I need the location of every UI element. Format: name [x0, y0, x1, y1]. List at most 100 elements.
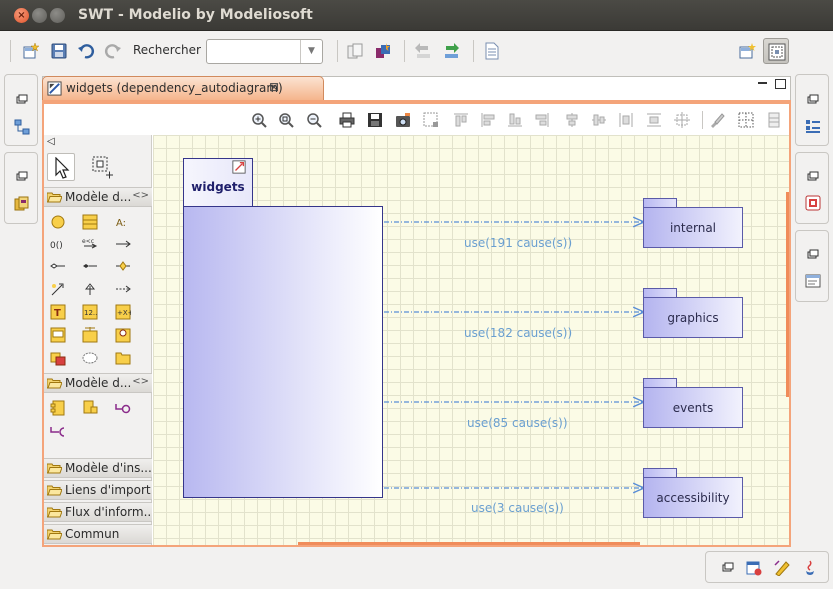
align-middle-icon[interactable] — [564, 112, 580, 128]
restore-icon[interactable] — [720, 560, 736, 576]
console-icon[interactable] — [805, 273, 821, 289]
align-bottom-icon[interactable] — [507, 112, 523, 128]
dependency-link-icon[interactable] — [115, 281, 131, 297]
restore-icon[interactable] — [14, 92, 30, 108]
palette-drawer-common[interactable]: Commun — [44, 524, 152, 544]
java-icon[interactable] — [802, 560, 818, 576]
audit-icon[interactable] — [746, 560, 762, 576]
palette-drawer-import-links[interactable]: Liens d'import — [44, 480, 152, 500]
drawer-expand-icon[interactable]: <> — [132, 376, 149, 387]
dependency-label-events: use(85 cause(s)) — [467, 416, 568, 430]
package-graphics-body[interactable] — [643, 297, 743, 338]
window-minimize-button[interactable] — [32, 8, 47, 23]
layout-icon[interactable] — [766, 112, 782, 128]
export-image-icon[interactable] — [395, 112, 411, 128]
distribute-vertical-icon[interactable] — [646, 112, 662, 128]
association-link-icon[interactable] — [115, 236, 131, 252]
aggregation-link-icon[interactable] — [50, 258, 66, 274]
component-icon[interactable] — [115, 327, 131, 343]
package-internal-body[interactable] — [643, 207, 743, 248]
component-node-icon[interactable] — [50, 400, 66, 416]
data-type-icon[interactable]: +X+ — [115, 304, 131, 320]
zoom-in-icon[interactable] — [251, 112, 267, 128]
restore-icon[interactable] — [805, 169, 821, 185]
new-project-icon[interactable] — [22, 42, 40, 60]
model-explorer-icon[interactable] — [14, 119, 30, 135]
undo-icon[interactable] — [77, 42, 95, 60]
export-icon[interactable] — [443, 42, 461, 60]
attribute-element-icon[interactable]: A: — [115, 214, 131, 230]
constraint-icon[interactable]: 12.. — [82, 304, 98, 320]
restore-icon[interactable] — [14, 169, 30, 185]
properties-icon[interactable] — [805, 195, 821, 211]
search-input[interactable] — [209, 42, 299, 61]
composition-link-icon[interactable] — [82, 258, 98, 274]
redo-icon[interactable] — [104, 42, 122, 60]
align-center-icon[interactable] — [591, 112, 607, 128]
palette-collapse-icon[interactable]: ◁ — [47, 136, 55, 147]
ellipse-shape-icon[interactable] — [82, 350, 98, 366]
required-interface-icon[interactable] — [50, 423, 66, 439]
import-icon[interactable] — [414, 42, 432, 60]
select-tool[interactable] — [47, 153, 75, 181]
editor-minimize-icon[interactable] — [757, 79, 768, 89]
restore-icon[interactable] — [805, 92, 821, 108]
palette-drawer-instance-model[interactable]: Modèle d'ins... — [44, 458, 152, 478]
zoom-fit-icon[interactable] — [278, 112, 294, 128]
modeling-perspective-button[interactable] — [763, 38, 789, 64]
search-dropdown-button[interactable]: ▼ — [300, 40, 322, 63]
library-icon[interactable] — [14, 196, 30, 212]
package-accessibility-body[interactable] — [643, 477, 743, 518]
enumeration-element-icon[interactable]: e<c — [82, 236, 98, 252]
build-model-icon[interactable] — [374, 42, 392, 60]
interface-icon[interactable] — [82, 327, 98, 343]
package-element-icon[interactable] — [50, 214, 66, 230]
distribute-horizontal-icon[interactable] — [618, 112, 634, 128]
restore-icon[interactable] — [805, 247, 821, 263]
tab-close-icon[interactable]: ⊠ — [269, 80, 280, 94]
open-perspective-icon[interactable] — [738, 42, 756, 60]
canvas-horizontal-scrollbar[interactable] — [298, 542, 640, 545]
copy-model-icon[interactable] — [346, 42, 364, 60]
script-icon[interactable] — [774, 560, 790, 576]
text-note-icon[interactable]: T — [50, 304, 66, 320]
operation-element-icon[interactable]: 0() — [50, 236, 66, 252]
align-left-icon[interactable] — [480, 112, 496, 128]
save-icon[interactable] — [50, 42, 68, 60]
palette-drawer-model-1[interactable]: Modèle d... <> — [44, 187, 152, 207]
signal-icon[interactable] — [50, 327, 66, 343]
drawer-expand-icon[interactable]: <> — [132, 190, 149, 201]
document-icon[interactable] — [483, 42, 501, 60]
package-widgets-body[interactable] — [183, 206, 383, 498]
generalization-link-icon[interactable] — [115, 258, 131, 274]
port-icon[interactable] — [82, 400, 98, 416]
select-all-icon[interactable] — [423, 112, 439, 128]
palette-drawer-model-2[interactable]: Modèle d... <> — [44, 373, 152, 393]
window-maximize-button[interactable] — [50, 8, 65, 23]
package-internal-name: internal — [669, 221, 717, 235]
palette-drawer-info-flow[interactable]: Flux d'inform... — [44, 502, 152, 522]
dependency-label-graphics: use(182 cause(s)) — [464, 326, 573, 340]
editor-maximize-icon[interactable] — [775, 79, 786, 89]
marquee-select-icon[interactable] — [90, 155, 114, 179]
print-icon[interactable] — [339, 112, 355, 128]
inheritance-link-icon[interactable] — [82, 281, 98, 297]
align-top-icon[interactable] — [453, 112, 469, 128]
style-brush-icon[interactable] — [709, 112, 725, 128]
save-diagram-icon[interactable] — [367, 112, 383, 128]
class-element-icon[interactable] — [82, 214, 98, 230]
folder-shape-icon[interactable] — [115, 350, 131, 366]
search-combo[interactable]: ▼ — [206, 39, 323, 64]
package-events-body[interactable] — [643, 387, 743, 428]
outline-icon[interactable] — [805, 119, 821, 135]
instance-icon[interactable] — [50, 350, 66, 366]
grid-icon[interactable] — [738, 112, 754, 128]
window-close-button[interactable]: × — [14, 8, 29, 23]
provided-interface-icon[interactable] — [115, 400, 131, 416]
realization-link-icon[interactable] — [50, 281, 66, 297]
center-icon[interactable] — [674, 112, 690, 128]
tab-widgets-diagram[interactable]: widgets (dependency_autodiagram) ⊠ — [42, 76, 324, 100]
canvas-vertical-scrollbar[interactable] — [786, 192, 789, 397]
align-right-icon[interactable] — [534, 112, 550, 128]
zoom-out-icon[interactable] — [306, 112, 322, 128]
